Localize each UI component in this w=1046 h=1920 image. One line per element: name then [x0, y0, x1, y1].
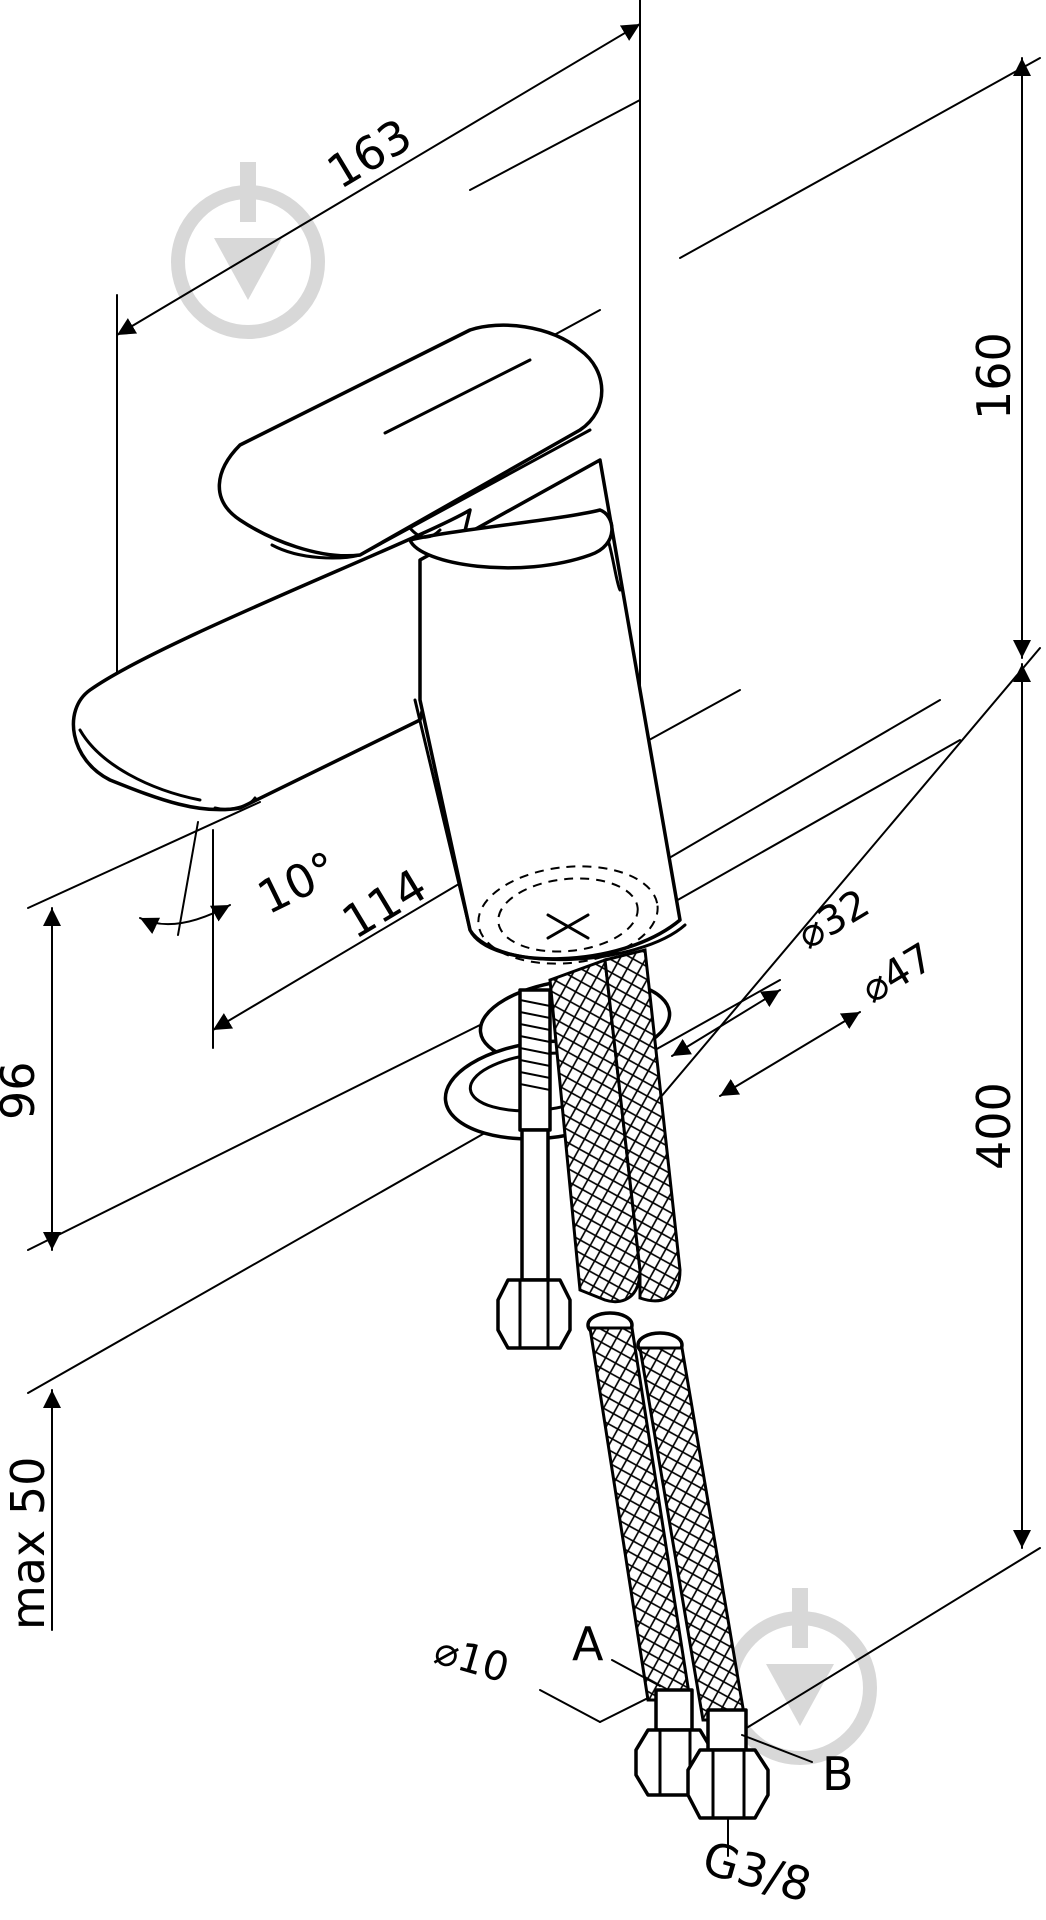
- dim-label-400: 400: [967, 1082, 1021, 1170]
- base-outline: [477, 865, 659, 965]
- trowel-badge-icon: [171, 162, 325, 339]
- dim-label-max50: max 50: [1, 1457, 55, 1630]
- label-b: B: [822, 1747, 854, 1801]
- upper-hoses: [548, 948, 682, 1304]
- supply-hoses: [586, 1311, 770, 1820]
- label-a: A: [572, 1617, 604, 1671]
- trowel-badge-icon: [723, 1588, 877, 1765]
- dim-label-10deg: 10°: [249, 841, 346, 925]
- dim-label-d10: ⌀10: [429, 1627, 514, 1692]
- dim-label-96: 96: [0, 1061, 45, 1120]
- dim-label-d47: ⌀47: [853, 935, 941, 1013]
- dim-label-114: 114: [333, 858, 436, 950]
- faucet-body: [71, 323, 687, 962]
- dim-label-d32: ⌀32: [789, 881, 877, 959]
- mounting-rod: [496, 988, 572, 1350]
- leader-lines: [539, 1659, 813, 1857]
- dim-label-160: 160: [967, 332, 1021, 420]
- thread-label-g38: G3/8: [697, 1831, 817, 1913]
